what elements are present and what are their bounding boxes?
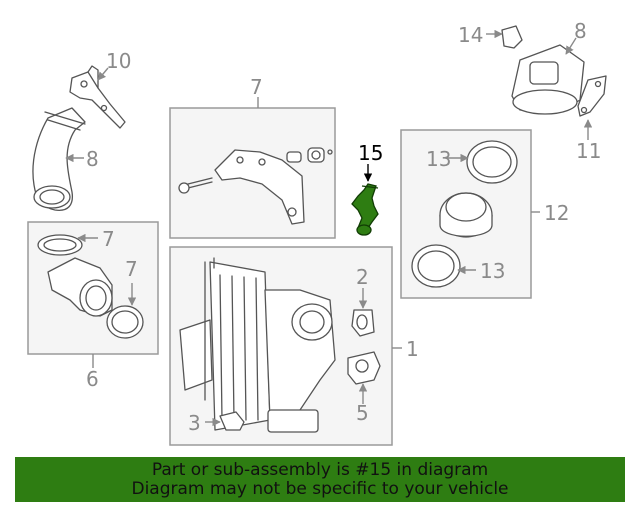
part-1-intercooler — [179, 257, 336, 433]
banner-line-1: Part or sub-assembly is #15 in diagram — [151, 459, 489, 480]
callout-8: 8 — [86, 147, 99, 171]
callout-4: 5 — [356, 401, 369, 425]
callout-2: 2 — [356, 265, 369, 289]
callout-7-upper: 7 — [102, 227, 115, 251]
part-4-sensor — [347, 351, 381, 385]
part-6-elbow — [47, 257, 113, 317]
part-14-sensor — [501, 25, 523, 49]
callout-1: 1 — [406, 337, 419, 361]
callout-15: 15 — [358, 141, 383, 165]
part-15-highlighted — [351, 183, 379, 236]
callout-13-lower: 13 — [480, 259, 505, 283]
callout-6: 6 — [86, 367, 99, 391]
part-9-housing — [511, 44, 585, 115]
banner-line-2: Diagram may not be specific to your vehi… — [131, 478, 509, 499]
leader-lines — [65, 29, 593, 427]
callout-11: 11 — [576, 139, 601, 163]
part-7-clamp-upper — [37, 234, 83, 256]
part-11-bracket — [577, 75, 607, 117]
part-7-clamp-lower — [106, 305, 144, 339]
callout-3: 3 — [188, 411, 201, 435]
callout-9: 8 — [574, 19, 587, 43]
callout-5: 7 — [250, 75, 263, 99]
callout-13-upper: 13 — [426, 147, 451, 171]
parts-diagram: 10 8 7 15 7 7 6 13 12 13 14 8 11 2 1 5 3 — [27, 19, 607, 446]
part-3-clip — [219, 411, 245, 431]
diagram-notice-banner: Part or sub-assembly is #15 in diagram D… — [15, 457, 625, 502]
callout-12: 12 — [544, 201, 569, 225]
part-5-mount-bracket — [178, 147, 333, 225]
callout-10: 10 — [106, 49, 131, 73]
part-12-coupler — [439, 192, 493, 238]
part-13-clamp-upper — [466, 140, 518, 184]
part-2-seal — [351, 309, 375, 337]
part-13-clamp-lower — [411, 244, 461, 288]
part-8-hose — [32, 107, 86, 211]
callout-7-lower: 7 — [125, 257, 138, 281]
callout-14: 14 — [458, 23, 483, 47]
